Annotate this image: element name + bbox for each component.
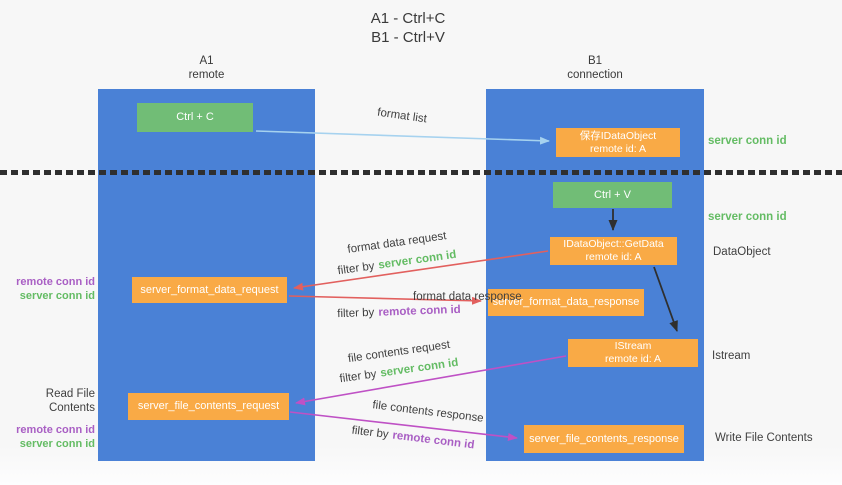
file-contents-response-arrow [289,411,518,441]
server-conn-id-label-2: server conn id [19,437,95,450]
lane-header-a1: A1 remote [98,55,315,82]
getdata-line2: remote id: A [585,251,642,263]
server-format-data-request-node: server_format_data_request [132,277,287,303]
machine-separator-dotted-line [0,170,842,175]
diagram-title: A1 - Ctrl+C B1 - Ctrl+V [0,9,816,47]
save-idataobject-line2: remote id: A [589,142,647,155]
idataobject-getdata-node: IDataObject::GetData remote id: A [550,237,677,265]
lane-header-b1: B1 connection [486,55,704,82]
title-line-1: A1 - Ctrl+C [370,10,446,27]
remote-conn-id-label-2: remote conn id [16,424,95,436]
file-response-label: server_file_contents_response [529,432,679,445]
getdata-to-istream-arrow [653,266,678,332]
remote-conn-id-label-1: remote conn id [16,276,95,288]
format-response-label: server_format_data_response [492,296,640,308]
ctrl-v-label: Ctrl + V [594,188,631,201]
server-format-data-response-node: server_format_data_response [488,289,644,316]
read-file-contents-label: Read File Contents [45,388,95,414]
file-conn-id-block: Read File Contents remote conn id server… [0,388,95,451]
filter-by-prefix: filter by [337,306,375,321]
ctrl-c-node: Ctrl + C [137,103,253,132]
getdata-line1: IDataObject::GetData [563,238,664,250]
title-line-2: B1 - Ctrl+V [371,29,445,46]
file-contents-request-arrow [295,355,567,406]
write-file-contents-label: Write File Contents [715,432,813,444]
format-data-response-arrow [288,295,482,305]
format-conn-id-block: remote conn id server conn id [0,276,95,303]
server-file-contents-request-node: server_file_contents_request [128,393,289,420]
lane-b1-name: B1 [587,55,603,67]
server-conn-id-label-1: server conn id [19,289,95,302]
server-conn-id-label-mid: server conn id [708,211,787,223]
save-idataobject-line1: 保存IDataObject [579,129,657,142]
lane-b1-subtitle: connection [567,68,623,81]
istream-side-label: Istream [712,350,751,362]
file-request-label: server_file_contents_request [137,400,280,412]
ctrl-v-node: Ctrl + V [553,182,672,208]
dataobject-label: DataObject [713,246,771,258]
save-idataobject-node: 保存IDataObject remote id: A [556,128,680,157]
lane-a1-subtitle: remote [188,68,225,81]
lane-a1-name: A1 [199,55,214,67]
format-list-arrow [255,130,550,145]
format-data-response-label: format data response [413,291,522,303]
format-request-label: server_format_data_request [140,283,279,296]
ctrl-c-label: Ctrl + C [176,111,214,123]
format-data-request-arrow [293,250,549,291]
istream-line1: IStream [614,340,652,352]
server-file-contents-response-node: server_file_contents_response [524,425,684,453]
server-conn-id-label-top: server conn id [708,135,787,147]
istream-line2: remote id: A [604,353,662,365]
istream-node: IStream remote id: A [568,339,698,367]
